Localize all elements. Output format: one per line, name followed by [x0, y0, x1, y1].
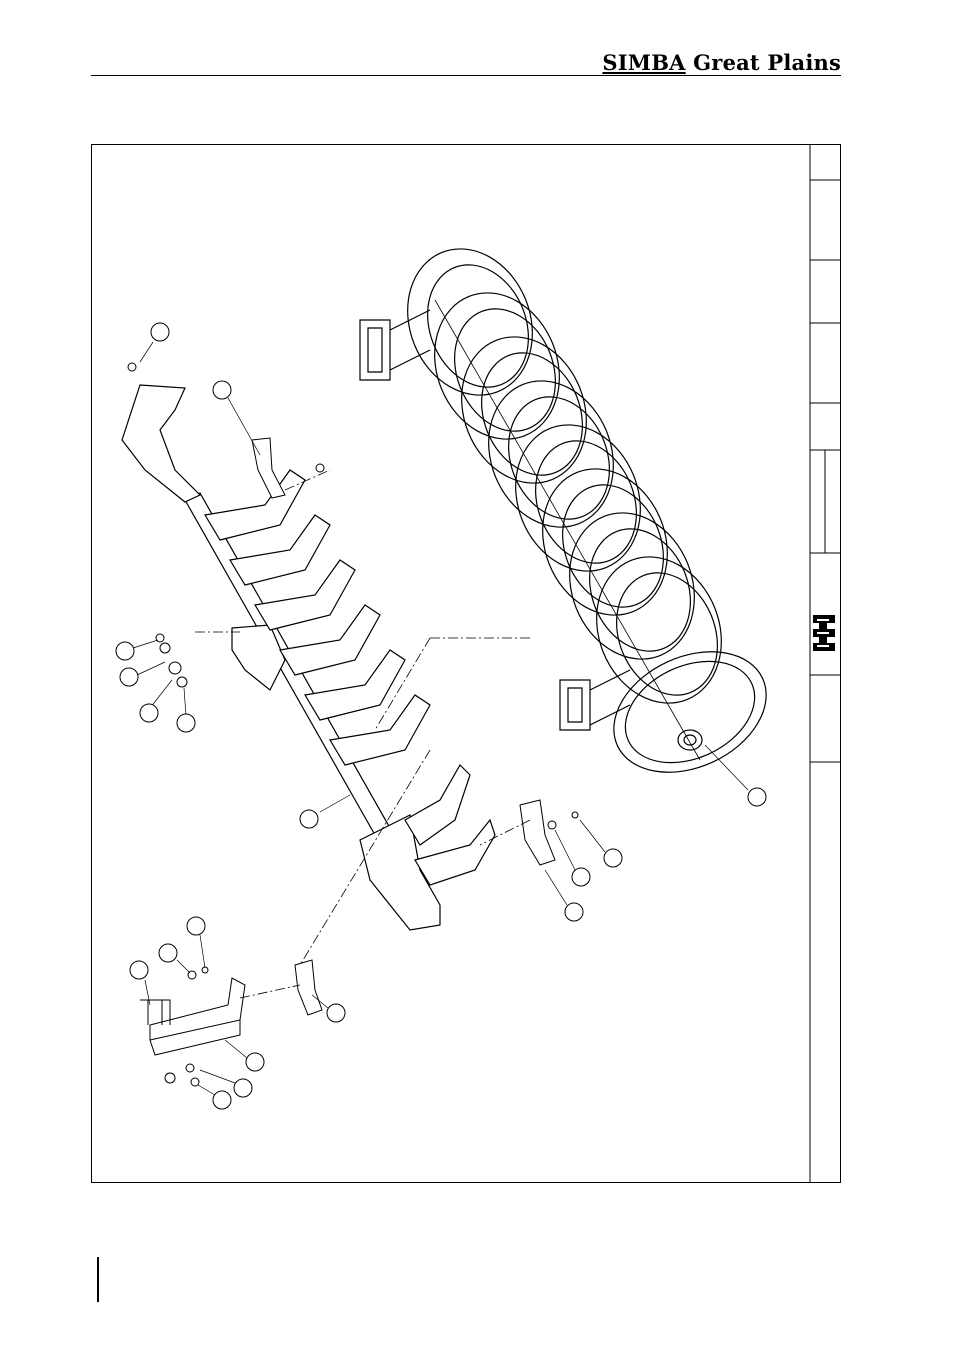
shank-1 [205, 470, 305, 540]
item-balloon [140, 704, 158, 722]
roller-bracket-top [360, 310, 430, 380]
title-block-strip [810, 144, 841, 1183]
tine-bar [122, 385, 495, 930]
page-margin-mark [97, 1257, 99, 1302]
scraper-plate-right [520, 800, 555, 865]
end-bracket-top [122, 385, 200, 502]
item-balloon [604, 849, 622, 867]
item-balloon [327, 1004, 345, 1022]
clamp-bracket [150, 978, 245, 1055]
item-balloons [116, 323, 766, 1109]
item-balloon [159, 944, 177, 962]
item-balloon [130, 961, 148, 979]
item-balloon [213, 1091, 231, 1109]
item-balloon [120, 668, 138, 686]
leader-lines [133, 342, 748, 1095]
item-balloon [187, 917, 205, 935]
item-balloon [246, 1053, 264, 1071]
scraper-plate-top [252, 438, 285, 498]
item-balloon [151, 323, 169, 341]
item-balloon [300, 810, 318, 828]
loose-parts [128, 363, 578, 1086]
item-balloon [565, 903, 583, 921]
roller-disc-8 [575, 538, 742, 722]
item-balloon [213, 381, 231, 399]
item-balloon [234, 1079, 252, 1097]
item-balloon [177, 714, 195, 732]
item-balloon [748, 788, 766, 806]
item-balloon [116, 642, 134, 660]
scraper-plate-bottom [295, 960, 322, 1015]
item-balloon [572, 868, 590, 886]
